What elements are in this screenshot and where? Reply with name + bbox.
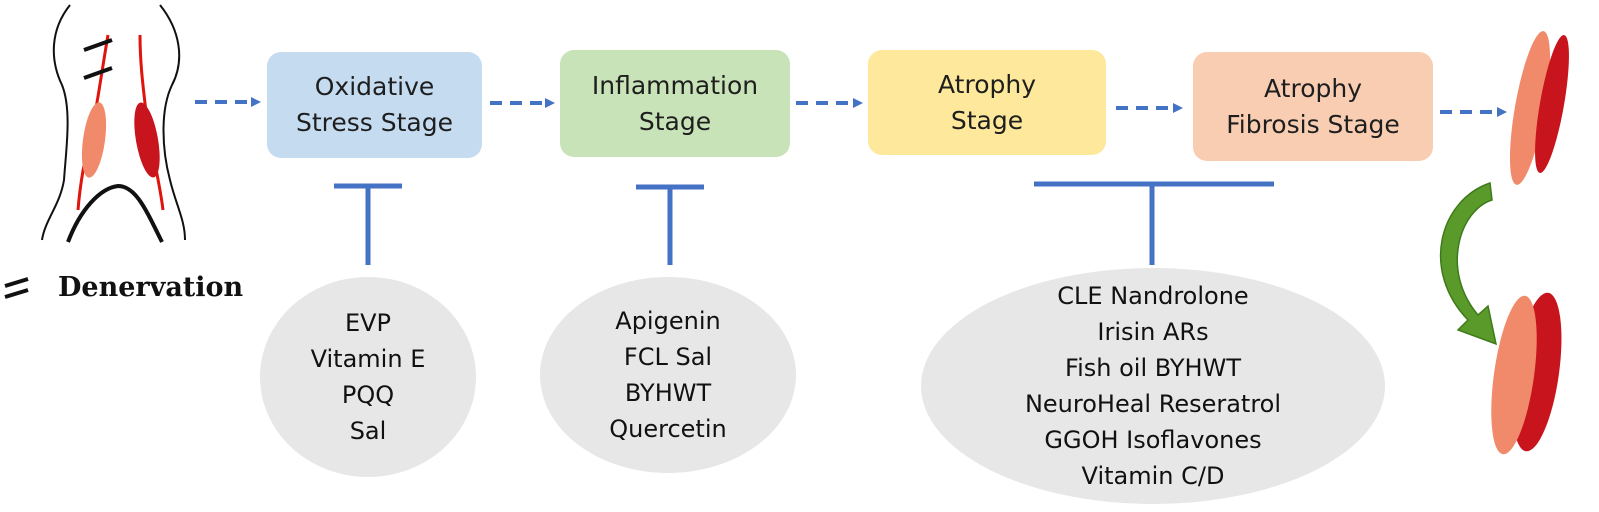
muscle-icon [81, 102, 160, 178]
treatment-item: BYHWT [624, 379, 712, 407]
treatment-item: EVP [344, 309, 392, 337]
stage-label: Oxidative Stress Stage [295, 72, 454, 137]
nerve-cut-icon [83, 38, 113, 80]
treatment-item: PQQ [341, 381, 395, 409]
treatment-item: Sal [349, 417, 387, 445]
treatment-oval-atrophy: CLE Nandrolone Irisin ARs Fish oil BYHWT… [921, 268, 1385, 504]
stage-atrophy-fibrosis: Atrophy Fibrosis Stage [1193, 52, 1433, 161]
body-outline-icon [41, 4, 186, 243]
treatment-item: Fish oil BYHWT [1065, 354, 1241, 382]
treatment-oval-inflammation: Apigenin FCL Sal BYHWT Quercetin [540, 277, 796, 473]
treatment-item: Apigenin [615, 307, 721, 335]
inhibition-markers [334, 181, 1274, 265]
stage-label: Atrophy Fibrosis Stage [1226, 73, 1400, 139]
stage-oxidative-stress: Oxidative Stress Stage [267, 52, 482, 158]
treatment-item: NeuroHeal Reseratrol [1024, 390, 1282, 418]
denervation-label: Denervation [58, 272, 244, 303]
atrophied-muscle-icon [1509, 31, 1569, 185]
treatment-oval-oxidative: EVP Vitamin E PQQ Sal [260, 277, 476, 477]
stage-label: Atrophy Stage [938, 69, 1036, 135]
fibrotic-muscle-icon [1491, 292, 1562, 455]
treatment-item: Quercetin [609, 415, 727, 443]
flow-arrows [195, 97, 1507, 117]
stage-inflammation: Inflammation Stage [560, 50, 790, 157]
treatment-item: FCL Sal [623, 343, 713, 371]
treatment-item: Irisin ARs [1097, 318, 1209, 346]
treatment-item: Vitamin C/D [1081, 462, 1225, 490]
stage-atrophy: Atrophy Stage [868, 50, 1106, 155]
stage-label: Inflammation Stage [591, 70, 759, 136]
treatment-item: GGOH Isoflavones [1044, 426, 1262, 454]
cut-legend-icon [4, 277, 29, 299]
curved-arrow-icon [1440, 181, 1498, 346]
treatment-item: CLE Nandrolone [1057, 282, 1249, 310]
treatment-item: Vitamin E [310, 345, 426, 373]
